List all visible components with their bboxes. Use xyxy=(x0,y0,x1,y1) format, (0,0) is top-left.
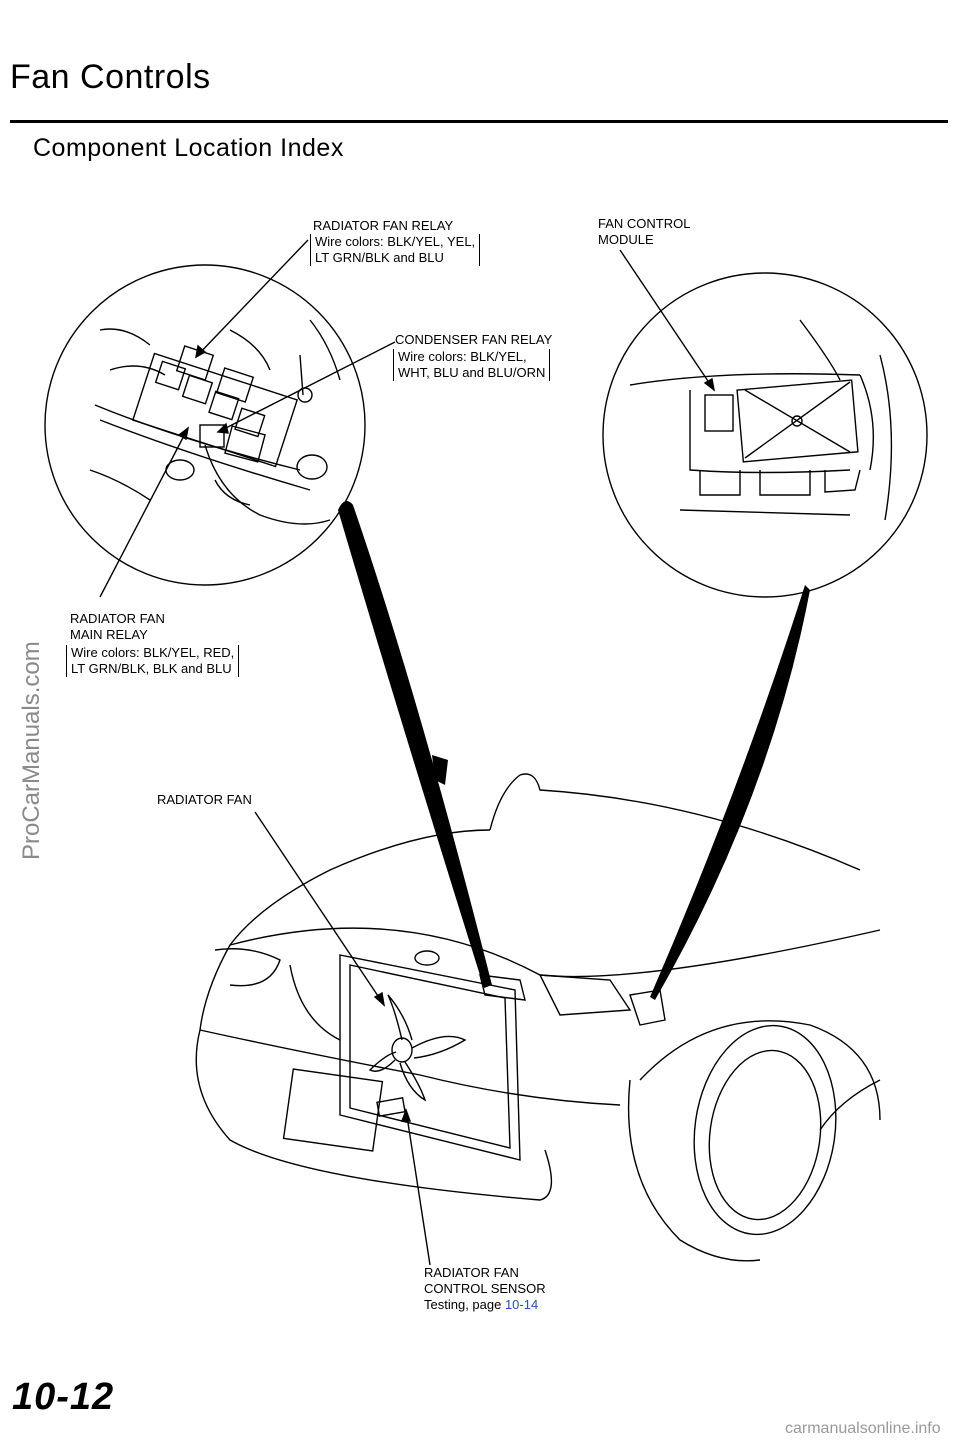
radiator-fan-control-sensor-line2: CONTROL SENSOR xyxy=(424,1281,546,1296)
page-title: Fan Controls xyxy=(10,58,211,96)
fan-control-module-line2: MODULE xyxy=(598,232,654,247)
radiator-fan-main-relay-line2: MAIN RELAY xyxy=(70,627,148,642)
module-detail-circle xyxy=(602,272,928,598)
radiator-fan-main-relay-line1: RADIATOR FAN xyxy=(70,611,165,626)
radiator-fan-relay-wire-colors: Wire colors: BLK/YEL, YEL, LT GRN/BLK an… xyxy=(310,234,481,266)
radiator-fan-control-sensor-line1: RADIATOR FAN xyxy=(424,1265,519,1280)
fan-control-module-label: FAN CONTROL MODULE xyxy=(598,216,690,248)
leader-lines xyxy=(99,239,716,1266)
radiator-fan-relay-label: RADIATOR FAN RELAY xyxy=(313,218,454,233)
car-outline-drawing xyxy=(195,773,881,1262)
testing-page-link[interactable]: 10-14 xyxy=(504,1297,539,1312)
relay-box-drawing xyxy=(89,319,341,525)
condenser-fan-relay-wire-colors: Wire colors: BLK/YEL, WHT, BLU and BLU/O… xyxy=(393,349,551,381)
callout-wedges xyxy=(338,501,810,1000)
page-subtitle: Component Location Index xyxy=(33,134,344,162)
radiator-fan-main-relay-wire-colors: Wire colors: BLK/YEL, RED, LT GRN/BLK, B… xyxy=(66,645,240,677)
title-rule xyxy=(10,120,948,123)
radiator-fan-control-sensor-label: RADIATOR FAN CONTROL SENSOR Testing, pag… xyxy=(424,1265,546,1313)
condenser-fan-relay-wire-line1: Wire colors: BLK/YEL, xyxy=(398,349,527,364)
radiator-fan-control-sensor-testing: Testing, page 10-14 xyxy=(424,1297,546,1313)
relay-detail-circle xyxy=(44,264,366,586)
page-number: 10-12 xyxy=(12,1376,115,1418)
radiator-fan-main-relay-wire-line1: Wire colors: BLK/YEL, RED, xyxy=(71,645,235,660)
control-module-drawing xyxy=(629,319,893,521)
radiator-fan-relay-wire-line2: LT GRN/BLK and BLU xyxy=(315,250,444,265)
footer-site: carmanualsonline.info xyxy=(785,1420,941,1437)
condenser-fan-relay-wire-line2: WHT, BLU and BLU/ORN xyxy=(398,365,546,380)
radiator-fan-main-relay-wire-line2: LT GRN/BLK, BLK and BLU xyxy=(71,661,232,676)
condenser-fan-relay-label: CONDENSER FAN RELAY xyxy=(395,332,553,347)
side-watermark: ProCarManuals.com xyxy=(18,641,45,860)
radiator-fan-relay-wire-line1: Wire colors: BLK/YEL, YEL, xyxy=(315,234,476,249)
radiator-fan-label: RADIATOR FAN xyxy=(157,792,252,807)
fan-control-module-line1: FAN CONTROL xyxy=(598,216,691,231)
radiator-fan-main-relay-label: RADIATOR FAN MAIN RELAY xyxy=(70,611,165,643)
testing-text: Testing, page xyxy=(424,1297,505,1312)
